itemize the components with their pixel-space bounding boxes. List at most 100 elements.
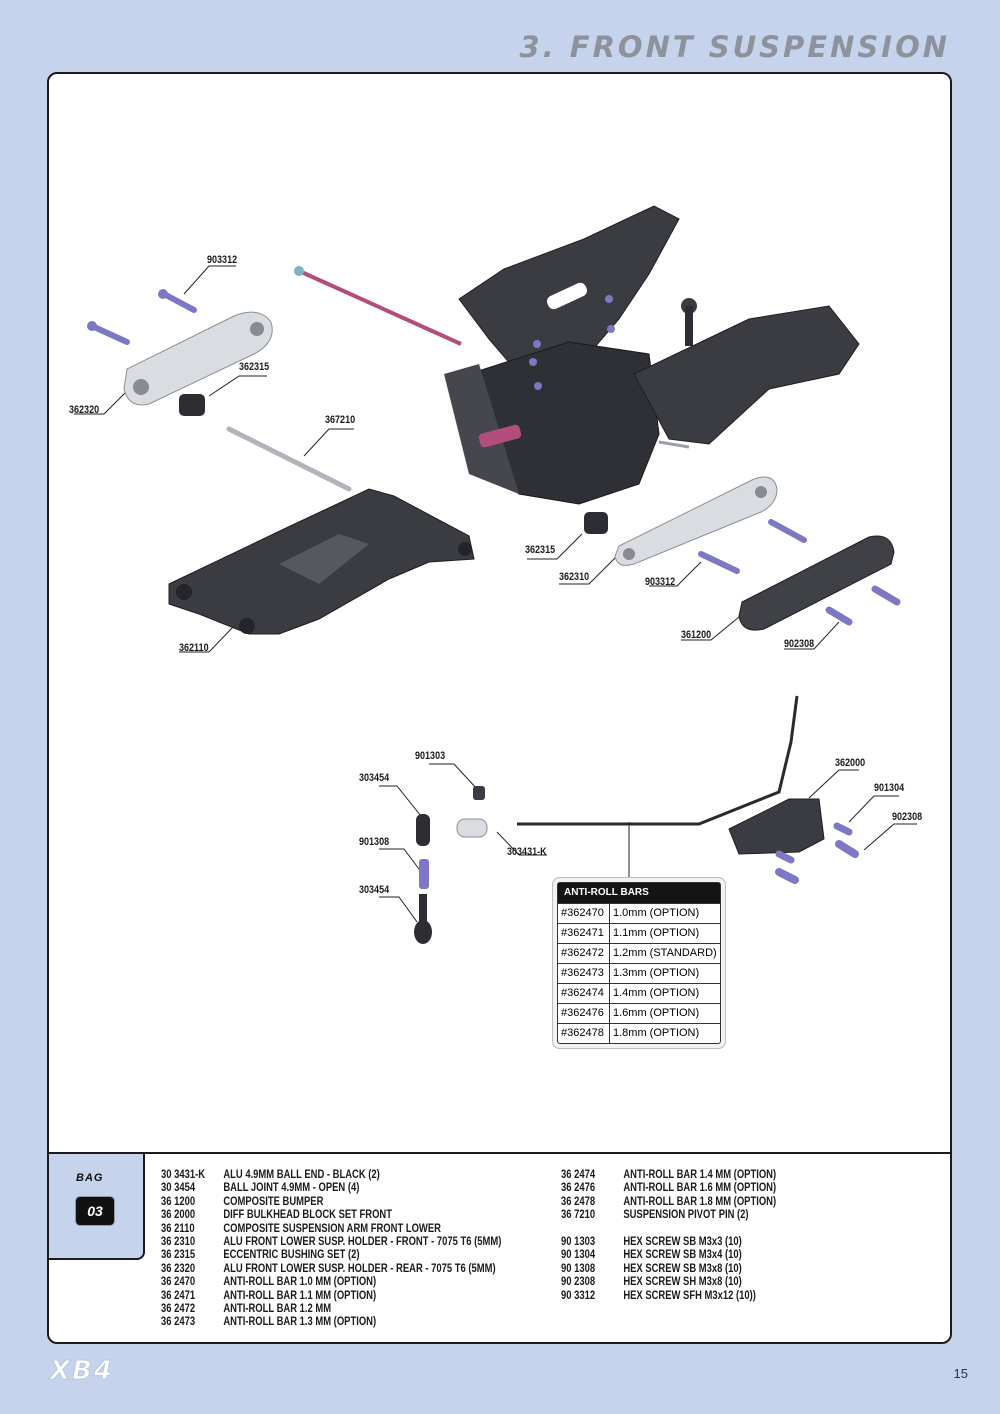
part-code: 90 1303 xyxy=(561,1235,596,1248)
bag-number: 03 xyxy=(75,1196,115,1226)
bulkhead-side xyxy=(444,364,519,494)
list-item: 90 1304 HEX SCREW SB M3x4 (10) xyxy=(561,1249,776,1262)
leader-303454b xyxy=(379,896,418,923)
ball-joint-lower xyxy=(414,920,432,944)
part-code: 36 2470 xyxy=(161,1276,196,1289)
callout-903312-bottom: 903312 xyxy=(645,576,676,588)
exploded-view-diagram xyxy=(74,205,917,944)
table-row: #362474 1.4mm (OPTION) xyxy=(558,983,720,1003)
part-number: #362474 xyxy=(558,984,610,1003)
list-item: 90 2308 HEX SCREW SH M3x8 (10) xyxy=(561,1276,776,1289)
leader-903312a xyxy=(183,265,236,295)
part-code: 36 2000 xyxy=(161,1209,196,1222)
part-code: 36 2471 xyxy=(161,1289,196,1302)
part-code: 36 2476 xyxy=(561,1182,596,1195)
ball-joint-upper xyxy=(416,814,430,846)
suspension-pivot-pin xyxy=(226,426,352,492)
leader-902308a xyxy=(784,621,840,650)
callout-303454-top: 303454 xyxy=(359,772,390,784)
callout-901304: 901304 xyxy=(874,782,905,794)
driveshaft-end xyxy=(294,266,304,276)
table-row: #362476 1.6mm (OPTION) xyxy=(558,1003,720,1023)
anti-roll-bars-table: ANTI-ROLL BARS #362470 1.0mm (OPTION) #3… xyxy=(557,882,721,1044)
screw-icon xyxy=(87,321,97,331)
shock-tower-slot xyxy=(546,282,588,310)
hex-screw-901303 xyxy=(473,786,485,800)
part-number: #362478 xyxy=(558,1024,610,1043)
part-desc: HEX SCREW SH M3x8 (10) xyxy=(623,1276,742,1289)
part-desc: ANTI-ROLL BAR 1.8 MM (OPTION) xyxy=(623,1195,777,1208)
part-desc: ANTI-ROLL BAR 1.2 MM xyxy=(223,1302,332,1315)
leader-367210 xyxy=(303,428,354,457)
callout-362310: 362310 xyxy=(559,571,590,583)
leader-362315a xyxy=(208,375,267,397)
screw-icon xyxy=(534,382,542,390)
callout-901303: 901303 xyxy=(415,750,446,762)
leader-303454a xyxy=(379,785,422,817)
part-desc: ECCENTRIC BUSHING SET (2) xyxy=(223,1249,360,1262)
part-desc: HEX SCREW SB M3x8 (10) xyxy=(623,1262,742,1275)
screw-holder-2 xyxy=(775,868,799,884)
list-item: 36 2000 DIFF BULKHEAD BLOCK SET FRONT xyxy=(161,1209,501,1222)
leader-362310 xyxy=(559,553,620,585)
callout-903312-top: 903312 xyxy=(207,254,238,266)
screw-902308a-2 xyxy=(871,585,901,606)
list-item: 36 7210 SUSPENSION PIVOT PIN (2) xyxy=(561,1209,776,1222)
eccentric-bushing-b xyxy=(584,512,608,534)
part-desc: ALU FRONT LOWER SUSP. HOLDER - REAR - 70… xyxy=(223,1262,496,1275)
callout-362320: 362320 xyxy=(69,404,100,416)
part-description: 1.1mm (OPTION) xyxy=(613,927,700,939)
screw-903312b xyxy=(698,551,740,574)
screw-icon xyxy=(533,340,541,348)
alu-holder-front xyxy=(614,476,778,566)
part-number: #362471 xyxy=(558,924,610,943)
part-code: 36 7210 xyxy=(561,1209,596,1222)
part-code: 36 2474 xyxy=(561,1169,596,1181)
page-number: 15 xyxy=(953,1366,968,1381)
part-code: 30 3454 xyxy=(161,1182,196,1195)
part-desc: SUSPENSION PIVOT PIN (2) xyxy=(623,1209,749,1222)
leader-362315b xyxy=(527,533,583,560)
part-desc: HEX SCREW SFH M3x12 (10)) xyxy=(623,1289,756,1302)
list-item: 90 3312 HEX SCREW SFH M3x12 (10)) xyxy=(561,1290,776,1303)
part-description: 1.4mm (OPTION) xyxy=(613,987,700,999)
anti-roll-holder xyxy=(728,798,825,855)
screw-icon xyxy=(529,358,537,366)
callout-362110: 362110 xyxy=(179,642,209,654)
table-row: #362478 1.8mm (OPTION) xyxy=(558,1023,720,1043)
part-description: 1.2mm (STANDARD) xyxy=(613,947,717,959)
part-description: 1.0mm (OPTION) xyxy=(613,907,700,919)
composite-bumper xyxy=(738,535,895,631)
callout-362315-bottom: 362315 xyxy=(525,544,556,556)
part-code: 90 1304 xyxy=(561,1249,596,1262)
leader-901303 xyxy=(429,763,478,790)
part-number: #362473 xyxy=(558,964,610,983)
bag-label: BAG xyxy=(76,1172,104,1184)
part-code: 36 2478 xyxy=(561,1195,596,1208)
leader-362110 xyxy=(179,625,235,653)
callout-362000: 362000 xyxy=(835,757,866,769)
anti-roll-bar-wire xyxy=(517,695,799,826)
section-divider xyxy=(49,1152,950,1154)
leader-362320 xyxy=(74,386,132,415)
part-code: 90 3312 xyxy=(561,1289,596,1302)
output-cup xyxy=(478,424,522,448)
part-desc: HEX SCREW SB M3x4 (10) xyxy=(623,1249,742,1262)
part-desc: DIFF BULKHEAD BLOCK SET FRONT xyxy=(223,1209,393,1222)
part-description: 1.3mm (OPTION) xyxy=(613,967,700,979)
part-code: 90 2308 xyxy=(561,1276,596,1289)
driveshaft xyxy=(296,268,462,346)
leader-902308b xyxy=(863,823,917,851)
